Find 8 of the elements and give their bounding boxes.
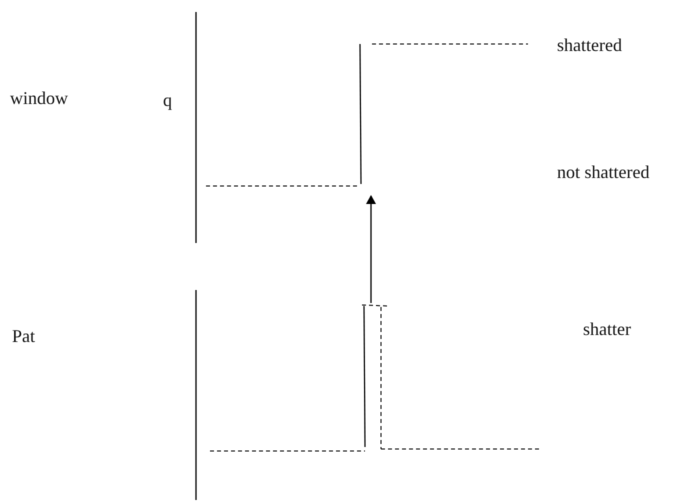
text-label: not shattered (557, 163, 650, 181)
text-label: q (163, 91, 172, 109)
pulse-drawing (208, 303, 542, 453)
text-label: shatter (583, 320, 631, 338)
text-label: window (10, 89, 68, 107)
text-label: Pat (12, 327, 36, 345)
arrow (366, 195, 376, 303)
text-label: shattered (557, 36, 622, 54)
